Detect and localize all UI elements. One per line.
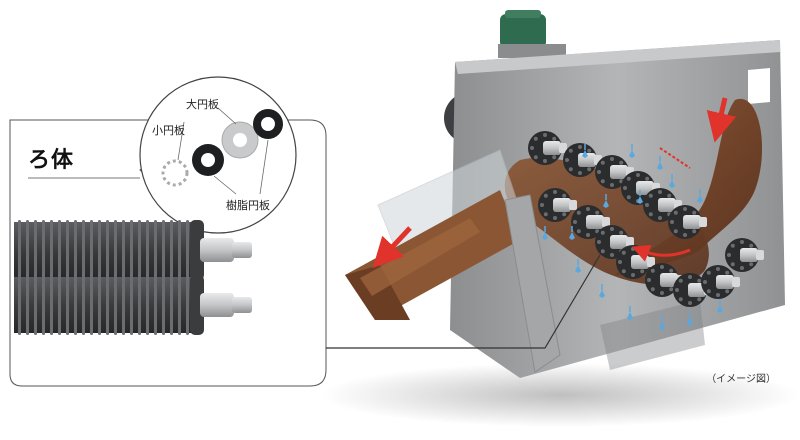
roller-unit <box>725 238 764 272</box>
roller-unit <box>528 131 567 165</box>
water-drop <box>637 190 643 204</box>
water-drop <box>629 144 635 158</box>
water-drop <box>717 299 723 313</box>
flow-arrow-icon <box>372 97 737 268</box>
roller-unit <box>571 205 610 239</box>
roller-unit <box>595 225 634 259</box>
water-drop <box>669 174 675 188</box>
water-drop <box>582 144 588 158</box>
label-small-disc: 小円板 <box>152 124 185 137</box>
water-drop <box>659 316 665 330</box>
water-drop <box>687 312 693 326</box>
parts-zoom-circle <box>139 76 297 234</box>
water-drop <box>603 194 609 208</box>
resin-disc-icon-2 <box>253 109 283 139</box>
water-drop <box>569 226 575 240</box>
water-drop <box>599 284 605 298</box>
water-drop <box>657 156 663 170</box>
inset-roller <box>14 220 252 280</box>
label-large-disc: 大円板 <box>186 98 219 111</box>
roller-unit <box>701 265 740 299</box>
sludge-inflow <box>615 98 763 275</box>
small-disc-icon <box>161 159 189 187</box>
large-disc-icon <box>221 121 259 159</box>
machine-shadow <box>320 363 800 427</box>
water-drop <box>697 189 703 203</box>
panel-title: ろ体 <box>28 148 75 173</box>
front-plate <box>504 194 561 373</box>
water-drop-icon <box>542 144 723 330</box>
caption-image-note: （イメージ図） <box>706 374 776 385</box>
roller-unit <box>643 188 682 222</box>
inset-roller-pair <box>14 220 252 335</box>
roller-unit <box>668 205 707 239</box>
water-drop <box>627 306 633 320</box>
water-drop <box>542 226 548 240</box>
water-drop <box>575 259 581 273</box>
label-resin-disc: 樹脂円板 <box>226 199 270 212</box>
inset-roller <box>14 275 252 335</box>
roller-unit <box>538 188 577 222</box>
roller-unit <box>595 155 634 189</box>
roller-array <box>528 131 764 307</box>
discharge-chute <box>345 149 521 320</box>
resin-disc-icon <box>192 144 224 176</box>
